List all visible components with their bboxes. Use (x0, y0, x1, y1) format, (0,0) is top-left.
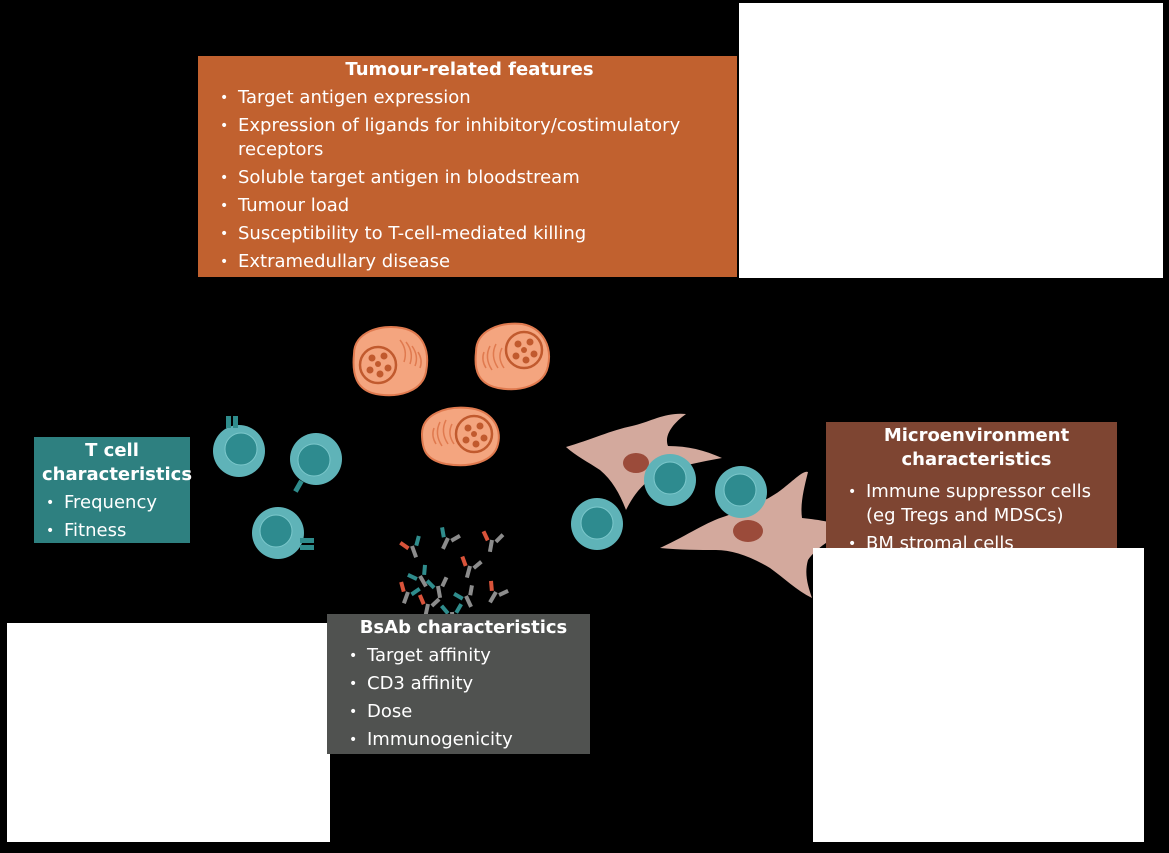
t-cell-icon (715, 466, 767, 518)
list-item: Expression of ligands for inhibitory/cos… (216, 114, 723, 162)
t-cell-characteristics-panel: T cell characteristics Frequency Fitness (34, 437, 193, 543)
t-cell-icon (644, 454, 696, 506)
tumour-cell-icon (352, 326, 429, 397)
t-cell-nucleus (580, 506, 614, 540)
er-stripes (432, 419, 455, 447)
antibody-cluster (399, 527, 509, 625)
tumour-cell-icon (474, 322, 550, 391)
t-cell-nucleus (297, 443, 331, 477)
tcell-characteristics-list: Frequency Fitness (42, 491, 182, 543)
list-item: Soluble target antigen in bloodstream (216, 166, 723, 190)
stromal-cell-nucleus (733, 520, 763, 542)
cd3-receptor (293, 479, 304, 493)
list-item: BM stromal cells (844, 532, 1109, 550)
tumour-cell-icon (420, 406, 500, 467)
bispecific-antibody-icon (407, 564, 428, 588)
white-overlay-bottom-right (813, 548, 1144, 842)
white-overlay-top-right (739, 3, 1163, 278)
tumour-features-panel: Tumour-related features Target antigen e… (198, 56, 737, 277)
tumour-features-list: Target antigen expression Expression of … (216, 86, 723, 274)
t-cell-icon (290, 433, 342, 493)
list-item: Fitness (42, 519, 182, 543)
cd3-receptor (300, 538, 314, 543)
t-cell-nucleus (259, 514, 293, 548)
er-stripes (399, 339, 422, 369)
micro-characteristics-list: Immune suppressor cells (eg Tregs and MD… (844, 480, 1109, 550)
list-item: Tumour load (216, 194, 723, 218)
t-cell-nucleus (224, 432, 258, 466)
bispecific-antibody-icon (488, 580, 509, 604)
t-cell-nucleus (653, 461, 687, 495)
bsab-characteristics-panel: BsAb characteristics Target affinity CD3… (327, 614, 590, 754)
list-item: Extramedullary disease (216, 250, 723, 274)
bispecific-antibody-icon (399, 535, 421, 558)
stromal-cell-icon (566, 413, 722, 510)
list-item: Target affinity (345, 644, 582, 668)
list-item: Immune suppressor cells (eg Tregs and MD… (844, 480, 1109, 528)
stromal-cell-nucleus (623, 453, 649, 473)
bispecific-antibody-icon (425, 576, 449, 599)
list-item: Immunogenicity (345, 728, 582, 752)
tcell-panel-title: T cell characteristics (42, 440, 193, 485)
list-item: Susceptibility to T-cell-mediated killin… (216, 222, 723, 246)
er-stripes (482, 343, 505, 371)
bispecific-antibody-icon (460, 555, 483, 579)
stromal-cell-icon (660, 471, 850, 598)
microenvironment-panel: Microenvironment characteristics Immune … (826, 422, 1117, 550)
bispecific-antibody-icon (453, 585, 474, 608)
t-cell-icon (213, 416, 265, 477)
cd3-receptor (233, 416, 238, 428)
list-item: CD3 affinity (345, 672, 582, 696)
nucleolus-dots (462, 422, 488, 448)
cd3-receptor (226, 416, 231, 428)
list-item: Target antigen expression (216, 86, 723, 110)
list-item: Dose (345, 700, 582, 724)
white-overlay-bottom-left (7, 623, 330, 842)
bispecific-antibody-icon (440, 527, 461, 550)
micro-panel-title: Microenvironment characteristics (883, 425, 1070, 470)
bsab-panel-title: BsAb characteristics (359, 617, 568, 638)
tumour-panel-title: Tumour-related features (345, 59, 594, 80)
list-item: Frequency (42, 491, 182, 515)
bispecific-antibody-icon (417, 594, 441, 617)
nucleolus-dots (512, 338, 538, 364)
bispecific-antibody-icon (399, 581, 421, 604)
bispecific-antibody-icon (481, 530, 505, 553)
nucleolus-dots (366, 352, 392, 378)
t-cell-icon (571, 498, 623, 550)
t-cell-nucleus (723, 473, 757, 507)
bsab-characteristics-list: Target affinity CD3 affinity Dose Immuno… (345, 644, 582, 752)
cd3-receptor (300, 545, 314, 550)
t-cell-icon (252, 507, 314, 559)
